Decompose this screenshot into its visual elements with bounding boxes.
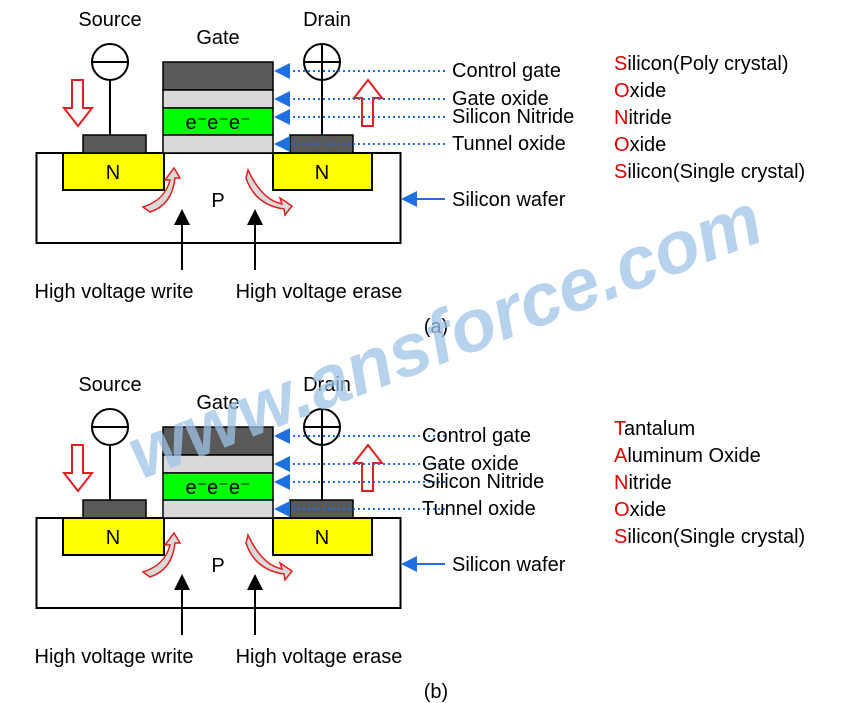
caption: (a) xyxy=(424,316,448,338)
layer-label: Gate oxide xyxy=(422,453,519,475)
drain-label: Drain xyxy=(303,9,351,31)
material-rest: xide xyxy=(630,80,667,102)
material-initial: N xyxy=(614,472,628,494)
p-label: P xyxy=(211,190,224,212)
arrow-down-icon xyxy=(61,444,95,493)
control-gate-layer xyxy=(162,61,274,91)
control-gate-layer xyxy=(162,426,274,456)
material-rest: xide xyxy=(630,499,667,521)
tunnel-oxide-layer xyxy=(162,134,274,154)
source-label: Source xyxy=(78,374,141,396)
arrow-up-icon xyxy=(351,78,385,127)
material-rest: ilicon(Poly crystal) xyxy=(627,53,788,75)
arrow-down-icon xyxy=(61,79,95,128)
material-label: Oxide xyxy=(614,134,666,156)
drain-label: Drain xyxy=(303,374,351,396)
gate-oxide-layer xyxy=(162,89,274,109)
n-label-source: N xyxy=(106,527,120,549)
n-region-source xyxy=(62,152,165,191)
layer-label: Control gate xyxy=(452,60,561,82)
wafer-label: Silicon wafer xyxy=(452,554,566,576)
source-label: Source xyxy=(78,9,141,31)
erase-curved-arrow-icon xyxy=(245,532,294,582)
material-rest: ilicon(Single crystal) xyxy=(627,161,805,183)
material-label: Silicon(Single crystal) xyxy=(614,161,805,183)
material-rest: itride xyxy=(628,107,671,129)
n-label-drain: N xyxy=(315,162,329,184)
material-rest: itride xyxy=(628,472,671,494)
material-initial: S xyxy=(614,53,627,75)
material-label: Oxide xyxy=(614,80,666,102)
material-label: Silicon(Single crystal) xyxy=(614,526,805,548)
erase-label: High voltage erase xyxy=(236,646,403,668)
material-rest: luminum Oxide xyxy=(627,445,760,467)
material-initial: T xyxy=(614,418,626,440)
layer-label: Silicon Nitride xyxy=(422,471,544,493)
material-initial: A xyxy=(614,445,628,467)
electrons-label: e⁻e⁻e⁻ xyxy=(185,112,250,134)
n-label-drain: N xyxy=(315,527,329,549)
write-label: High voltage write xyxy=(35,646,194,668)
write-curved-arrow-icon xyxy=(141,531,182,578)
layer-label: Tunnel oxide xyxy=(452,133,566,155)
tunnel-oxide-layer xyxy=(162,499,274,519)
material-label: Oxide xyxy=(614,499,666,521)
material-initial: O xyxy=(614,134,630,156)
layer-label: Silicon Nitride xyxy=(452,106,574,128)
material-label: Aluminum Oxide xyxy=(614,445,761,467)
source-contact xyxy=(82,499,147,519)
material-label: Tantalum xyxy=(614,418,695,440)
material-initial: S xyxy=(614,161,627,183)
material-rest: xide xyxy=(630,134,667,156)
caption: (b) xyxy=(424,681,448,703)
p-label: P xyxy=(211,555,224,577)
layer-label: Tunnel oxide xyxy=(422,498,536,520)
material-initial: O xyxy=(614,499,630,521)
gate-label: Gate xyxy=(196,27,239,49)
material-initial: O xyxy=(614,80,630,102)
material-label: Nitride xyxy=(614,107,672,129)
erase-curved-arrow-icon xyxy=(245,167,294,217)
n-region-drain xyxy=(272,517,373,556)
layer-label: Gate oxide xyxy=(452,88,549,110)
material-label: Nitride xyxy=(614,472,672,494)
erase-label: High voltage erase xyxy=(236,281,403,303)
n-label-source: N xyxy=(106,162,120,184)
electrons-label: e⁻e⁻e⁻ xyxy=(185,477,250,499)
n-region-source xyxy=(62,517,165,556)
gate-label: Gate xyxy=(196,392,239,414)
source-contact xyxy=(82,134,147,154)
material-label: Silicon(Poly crystal) xyxy=(614,53,789,75)
material-initial: N xyxy=(614,107,628,129)
arrow-up-icon xyxy=(351,443,385,492)
material-initial: S xyxy=(614,526,627,548)
layer-label: Control gate xyxy=(422,425,531,447)
wafer-label: Silicon wafer xyxy=(452,189,566,211)
material-rest: ilicon(Single crystal) xyxy=(627,526,805,548)
write-label: High voltage write xyxy=(35,281,194,303)
material-rest: antalum xyxy=(624,418,695,440)
write-curved-arrow-icon xyxy=(141,166,182,213)
